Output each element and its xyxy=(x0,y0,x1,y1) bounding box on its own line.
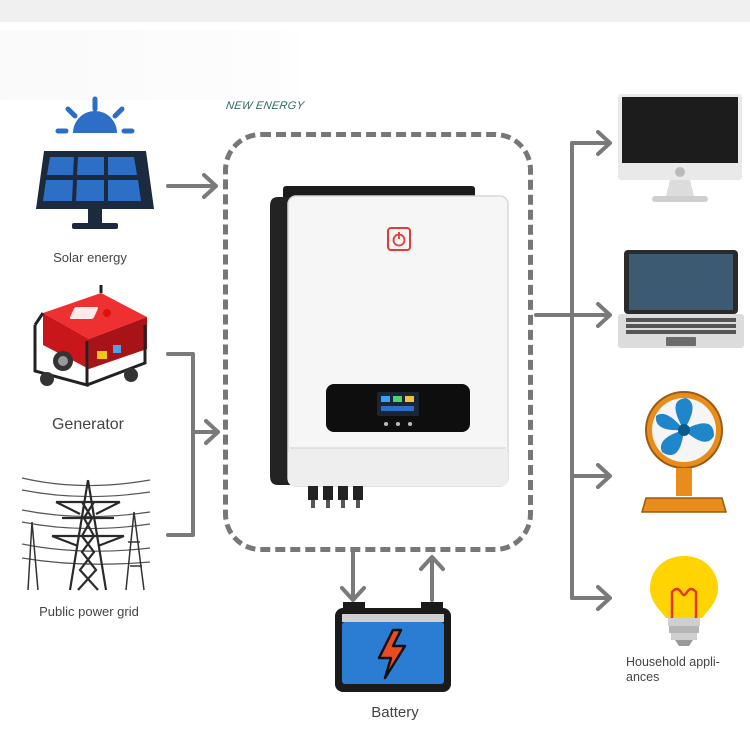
output-bus xyxy=(534,141,574,600)
battery-arrow-up xyxy=(419,555,445,602)
output-arrow-bulb xyxy=(570,585,612,611)
fan-icon xyxy=(641,391,727,513)
output-arrow-laptop xyxy=(570,302,612,328)
laptop-icon xyxy=(618,250,744,348)
source-label-solar: Solar energy xyxy=(53,250,127,265)
battery-icon xyxy=(335,602,451,692)
generator-icon xyxy=(33,285,147,387)
output-arrow-monitor xyxy=(570,130,612,156)
blurred-watermark-area xyxy=(0,30,300,100)
top-strip xyxy=(0,0,750,22)
solar-panel-icon xyxy=(36,96,154,229)
output-label-household: Household appli- ances xyxy=(626,655,720,684)
power-tower-icon xyxy=(22,477,151,591)
storage-label-battery: Battery xyxy=(371,704,419,721)
inverter-dashed-boundary xyxy=(223,132,533,552)
gen-grid-bracket xyxy=(166,352,220,537)
light-bulb-icon xyxy=(650,556,718,646)
solar-arrow xyxy=(166,173,218,199)
battery-arrow-down xyxy=(340,551,366,602)
desktop-monitor-icon xyxy=(618,94,742,202)
source-label-grid: Public power grid xyxy=(39,604,139,619)
source-label-generator: Generator xyxy=(51,416,125,433)
output-arrow-fan xyxy=(570,463,612,489)
